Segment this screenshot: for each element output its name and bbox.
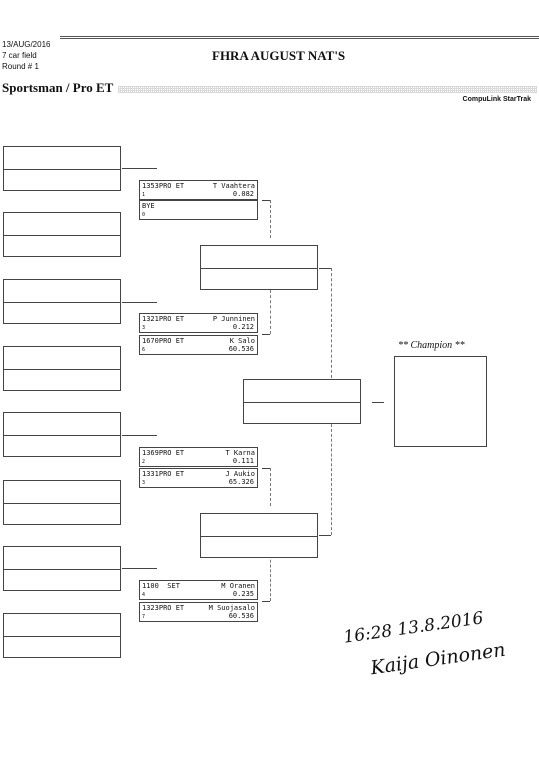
semifinal-box — [200, 513, 318, 558]
racer-class: 1100 SET — [142, 582, 180, 590]
qualifier-box — [3, 279, 121, 324]
racer-entry: 1353PRO ET T Vaahtera 1 0.082 — [139, 180, 258, 200]
racer-entry: 1670PRO ET K Salo 6 60.536 — [139, 335, 258, 355]
lane-number: 2 — [142, 459, 146, 465]
racer-name: K Salo — [229, 337, 255, 345]
racer-entry: 1100 SET M Oranen 4 0.235 — [139, 580, 258, 600]
racer-entry: 1331PRO ET J Aukio 3 65.326 — [139, 468, 258, 488]
lane-number: 6 — [142, 347, 146, 353]
lane-number: 0 — [142, 212, 146, 218]
connector-line — [122, 568, 157, 569]
qualifier-box — [3, 546, 121, 591]
racer-name: T Vaahtera — [212, 182, 255, 190]
qualifier-box — [3, 480, 121, 525]
reaction-time: 0.235 — [232, 590, 254, 598]
connector-line — [319, 268, 331, 269]
racer-name: M Oranen — [221, 582, 255, 590]
credit-text: CompuLink StarTrak — [462, 96, 531, 103]
category-dotted-rule — [118, 86, 537, 93]
event-date: 13/AUG/2016 — [2, 40, 51, 49]
connector-line — [122, 435, 157, 436]
field-size: 7 car field — [2, 51, 37, 60]
racer-entry: BYE 0 — [139, 200, 258, 220]
header-rule-top-2 — [60, 38, 539, 39]
champion-box — [394, 356, 487, 447]
connector-dash — [270, 200, 271, 238]
connector-line — [262, 200, 270, 201]
connector-line — [262, 334, 270, 335]
racer-name: M Suojasalo — [208, 604, 255, 612]
racer-entry: 1321PRO ET P Junninen 3 0.212 — [139, 313, 258, 333]
connector-dash — [331, 424, 332, 535]
qualifier-box — [3, 346, 121, 391]
reaction-time: 0.082 — [232, 190, 254, 198]
semifinal-box — [200, 245, 318, 290]
connector-line — [122, 302, 157, 303]
connector-dash — [270, 555, 271, 601]
racer-class: BYE — [142, 202, 155, 210]
racer-name: T Karna — [225, 449, 255, 457]
racer-class: 1369PRO ET — [142, 449, 185, 457]
racer-class: 1331PRO ET — [142, 470, 185, 478]
connector-line — [122, 168, 157, 169]
lane-number: 7 — [142, 614, 146, 620]
round-number: Round # 1 — [2, 62, 39, 71]
qualifier-box — [3, 146, 121, 191]
racer-name: P Junninen — [212, 315, 255, 323]
racer-class: 1670PRO ET — [142, 337, 185, 345]
handwritten-timestamp: 16:28 13.8.2016 — [342, 608, 485, 648]
lane-number: 3 — [142, 325, 146, 331]
elapsed-time: 60.536 — [228, 612, 254, 620]
qualifier-box — [3, 613, 121, 658]
racer-entry: 1369PRO ET T Karna 2 0.111 — [139, 447, 258, 467]
lane-number: 3 — [142, 480, 146, 486]
racer-name: J Aukio — [225, 470, 255, 478]
lane-number: 1 — [142, 192, 146, 198]
qualifier-box — [3, 212, 121, 257]
lane-number: 4 — [142, 592, 146, 598]
connector-line — [319, 535, 331, 536]
racer-class: 1353PRO ET — [142, 182, 185, 190]
category-title: Sportsman / Pro ET — [2, 80, 114, 95]
racer-entry: 1323PRO ET M Suojasalo 7 60.536 — [139, 602, 258, 622]
elapsed-time: 60.536 — [228, 345, 254, 353]
event-title: FHRA AUGUST NAT'S — [212, 48, 346, 63]
reaction-time: 0.111 — [232, 457, 254, 465]
final-box — [243, 379, 361, 424]
qualifier-box — [3, 412, 121, 457]
reaction-time: 0.212 — [232, 323, 254, 331]
connector-dash — [270, 290, 271, 334]
connector-line — [372, 402, 384, 403]
connector-dash — [270, 468, 271, 506]
connector-line — [262, 468, 270, 469]
connector-line — [262, 601, 270, 602]
connector-dash — [331, 268, 332, 378]
elapsed-time: 65.326 — [228, 478, 254, 486]
header-rule-top — [60, 36, 539, 37]
racer-class: 1323PRO ET — [142, 604, 185, 612]
signature: Kaija Oinonen — [369, 638, 507, 680]
racer-class: 1321PRO ET — [142, 315, 185, 323]
champion-label: ** Champion ** — [398, 340, 465, 351]
